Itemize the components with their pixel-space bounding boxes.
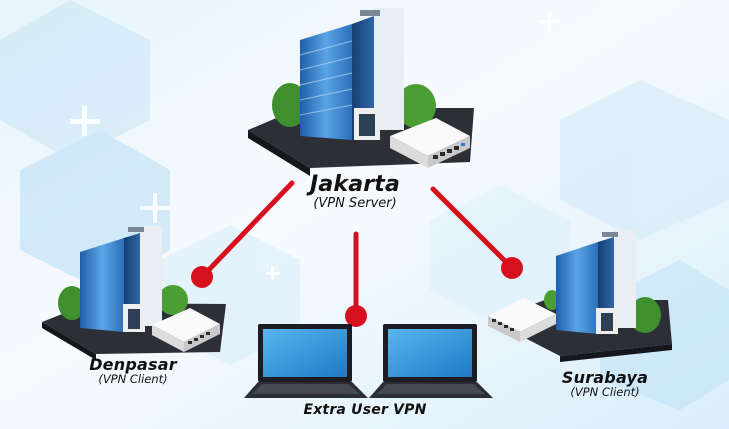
router-icon [390,118,470,168]
router-icon [152,308,220,352]
denpasar-label: Denpasar (VPN Client) [58,355,208,386]
laptop-icon [244,324,368,398]
jakarta-title: Jakarta [309,172,401,197]
connections [199,180,515,319]
jakarta-subtitle: (VPN Server) [313,196,397,211]
link-jakarta-surabaya [430,186,515,271]
laptop-icon [369,324,493,398]
jakarta-tree-right [396,84,436,128]
extra-users-title: Extra User VPN [303,402,427,418]
office-building-icon [556,230,636,334]
endpoint-denpasar [191,266,213,288]
endpoint-extra-users [345,305,367,327]
surabaya-subtitle: (VPN Client) [570,385,640,399]
router-icon [488,298,556,342]
surabaya-site [488,230,672,362]
jakarta-tree-left [272,83,308,127]
surabaya-label: Surabaya (VPN Client) [530,368,680,399]
link-jakarta-denpasar [199,180,295,280]
extra-users-label: Extra User VPN [270,402,460,418]
denpasar-subtitle: (VPN Client) [98,372,168,386]
jakarta-site [248,8,474,176]
endpoint-surabaya [501,257,523,279]
office-building-icon [80,226,162,332]
office-building-icon [299,8,404,140]
jakarta-label: Jakarta (VPN Server) [250,173,460,211]
denpasar-site [42,226,226,360]
denpasar-title: Denpasar [89,355,177,374]
surabaya-title: Surabaya [561,368,649,387]
connection-endpoints [191,257,523,327]
sparkle-crosses [70,12,560,280]
